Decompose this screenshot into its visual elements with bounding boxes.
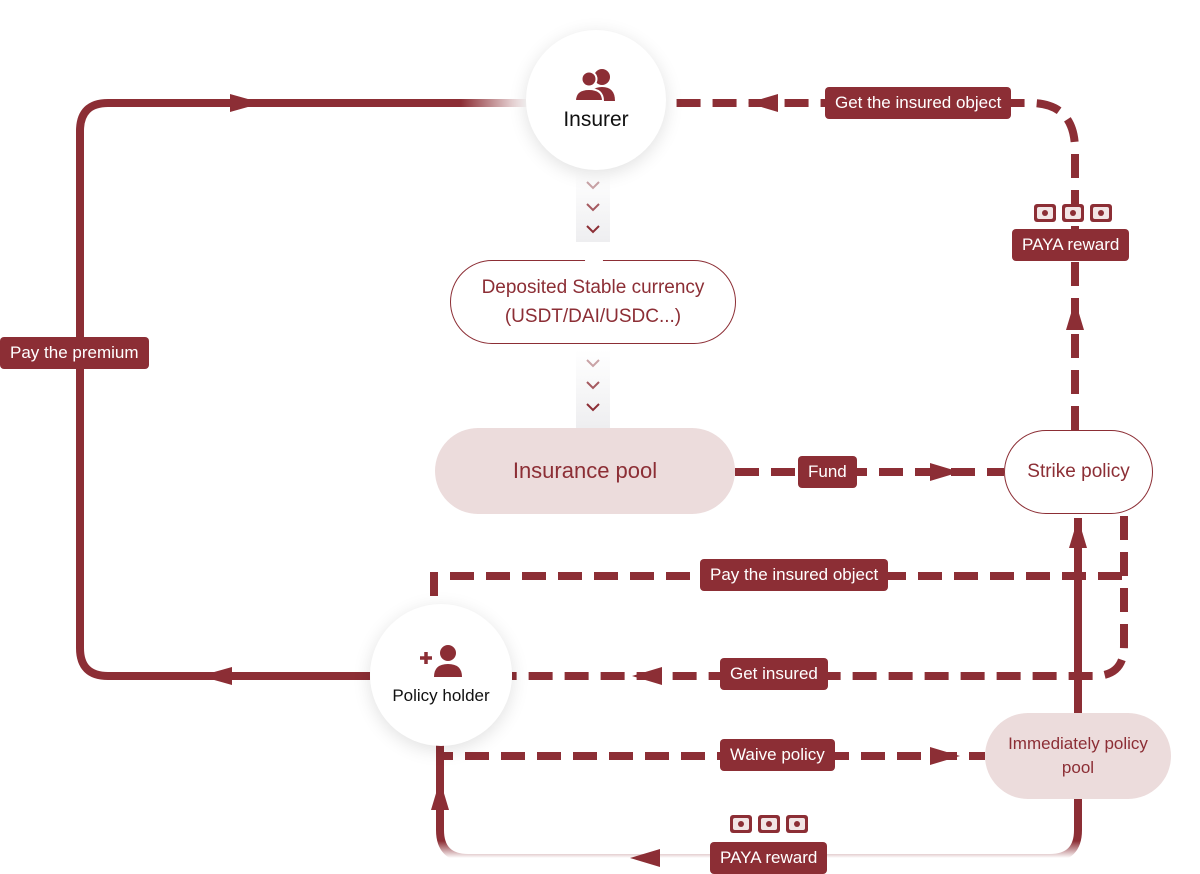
arrow-waive (930, 747, 960, 765)
get-insured-object-line (668, 99, 1079, 430)
chevron-down-icon (586, 359, 600, 368)
paya-reward-top-label: PAYA reward (1012, 229, 1130, 261)
deposited-line1: Deposited Stable currency (481, 277, 705, 298)
immediately-pool-label: Immediately policy pool (1008, 734, 1148, 777)
fund-label: Fund (798, 456, 857, 488)
insurer-label: Insurer (563, 108, 629, 131)
strike-policy-node: Strike policy (1004, 430, 1153, 514)
waive-policy-line (436, 745, 985, 760)
arrow-premium-bottom (200, 667, 232, 685)
paya-token-icon (758, 815, 780, 833)
pay-premium-label: Pay the premium (0, 337, 149, 369)
connector-dot (585, 251, 603, 269)
chevron-down-icon (586, 203, 600, 212)
arrow-insured-object (748, 94, 778, 112)
paya-token-icon (1062, 204, 1084, 222)
paya-tokens-bottom (730, 815, 808, 833)
add-user-icon (418, 644, 464, 678)
chevron-down-icon (586, 403, 600, 412)
paya-tokens-top (1034, 204, 1112, 222)
paya-reward-bottom-label: PAYA reward (710, 842, 828, 874)
users-icon (573, 68, 619, 102)
paya-token-icon (786, 815, 808, 833)
chevron-down-icon (586, 181, 600, 190)
chevron-strip-top (576, 172, 610, 242)
pay-premium-line (76, 99, 528, 680)
pay-insured-object-label: Pay the insured object (700, 559, 889, 591)
arrow-fund (930, 463, 960, 481)
insurer-node: Insurer (526, 30, 666, 170)
chevron-down-icon (586, 225, 600, 234)
insurance-pool-label: Insurance pool (512, 458, 658, 483)
arrow-holder-up (431, 780, 449, 810)
deposited-currency-node: Deposited Stable currency (USDT/DAI/USDC… (450, 251, 736, 344)
immediately-policy-pool-node: Immediately policy pool (985, 713, 1171, 799)
paya-token-icon (1090, 204, 1112, 222)
arrow-paya-up (1066, 300, 1084, 330)
waive-policy-label: Waive policy (720, 739, 835, 771)
arrow-paya-bottom (630, 849, 660, 867)
paya-token-icon (1034, 204, 1056, 222)
chevron-down-icon (586, 381, 600, 390)
policy-holder-label: Policy holder (392, 686, 490, 705)
arrow-strike-up (1069, 518, 1087, 548)
arrow-premium-top (230, 94, 262, 112)
deposited-line2: (USDT/DAI/USDC...) (504, 306, 682, 327)
get-insured-line (512, 516, 1128, 680)
insurance-pool-node: Insurance pool (435, 428, 735, 514)
pay-insured-object-line (430, 572, 1122, 604)
policy-holder-node: Policy holder (370, 604, 512, 746)
chevron-strip-bottom (576, 350, 610, 428)
arrow-get-insured (632, 667, 662, 685)
get-insured-object-label: Get the insured object (825, 87, 1012, 119)
get-insured-label: Get insured (720, 658, 828, 690)
strike-policy-label: Strike policy (1027, 461, 1130, 482)
paya-token-icon (730, 815, 752, 833)
